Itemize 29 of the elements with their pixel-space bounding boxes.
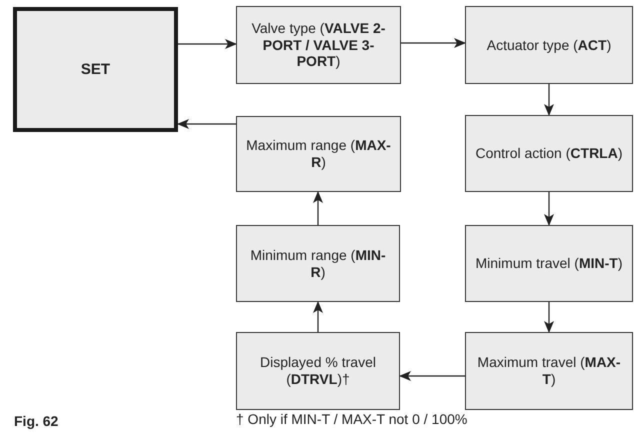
arrow (178, 39, 237, 49)
arrow (544, 302, 554, 333)
arrow (544, 192, 554, 226)
process-box (465, 115, 633, 192)
process-box (236, 332, 400, 410)
arrow (401, 38, 466, 48)
box-text: Actuator type (ACT) (486, 36, 612, 54)
process-box (465, 332, 633, 410)
box-text: Displayed % travel (DTRVL)† (259, 354, 377, 388)
box-text: Minimum travel (MIN-T) (475, 255, 623, 272)
box-text: Minimum range (MIN-R) (249, 246, 387, 280)
box-text: Valve type (VALVE 2-PORT / VALVE 3-PORT) (250, 20, 386, 70)
arrow (177, 119, 236, 129)
arrow (544, 84, 554, 116)
box-text: SET (80, 60, 110, 78)
box-text: Maximum travel (MAX-T) (476, 354, 622, 388)
menu-box (13, 7, 178, 132)
arrow (313, 301, 323, 332)
box-text: Maximum range (MAX-R) (245, 137, 392, 171)
process-box (236, 6, 401, 84)
process-box (465, 225, 633, 302)
process-box (465, 6, 633, 84)
process-box (236, 225, 400, 302)
footnote: † Only if MIN-T / MAX-T not 0 / 100% (236, 411, 468, 427)
arrow (313, 191, 323, 225)
process-box (236, 116, 401, 192)
figure-number: Fig. 62 (14, 413, 58, 429)
box-text: Control action (CTRLA) (475, 145, 623, 162)
arrow (399, 371, 465, 381)
